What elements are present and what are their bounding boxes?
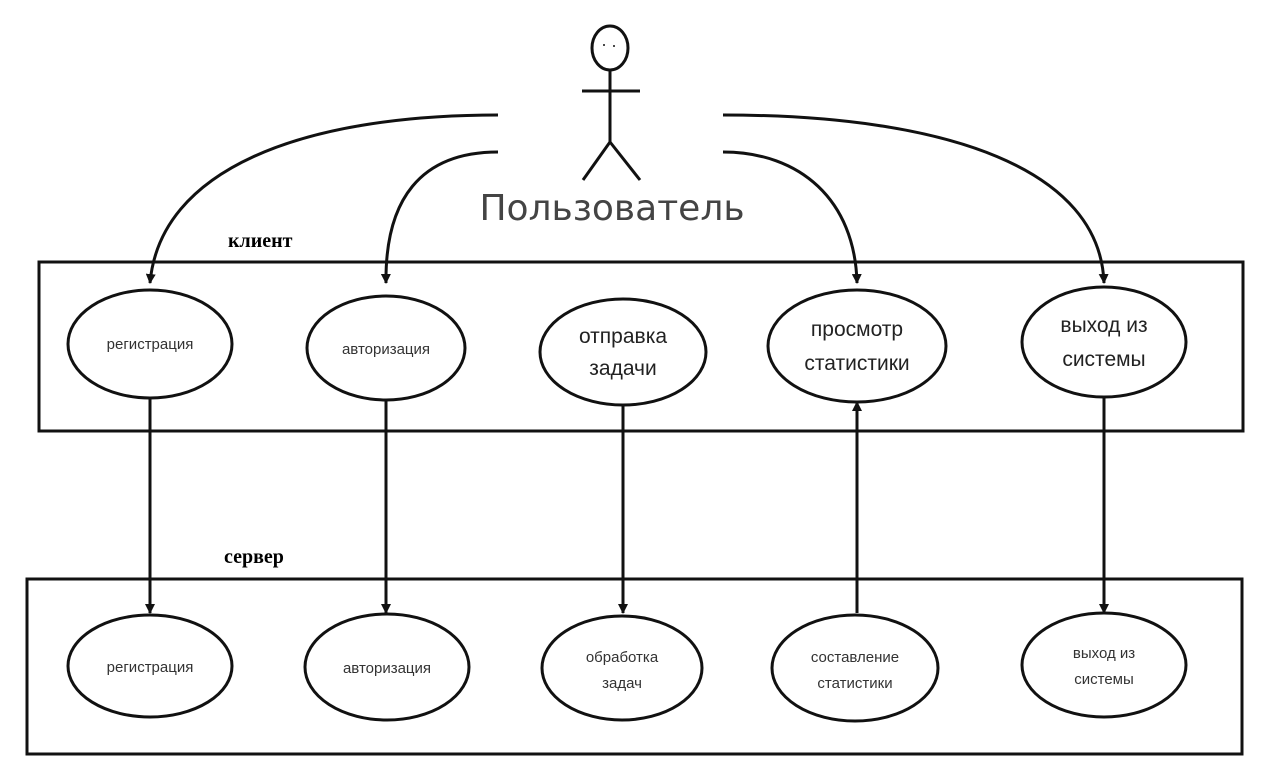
client-section-label: клиент	[228, 230, 293, 252]
server-node-logout-line1: выход из	[1073, 645, 1135, 662]
edge-actor-to-client-authorization	[380, 150, 499, 284]
client-node-send-task-line1: отправка	[579, 325, 667, 348]
client-node-logout: выход из системы	[1020, 285, 1188, 399]
client-node-logout-line2: системы	[1062, 348, 1145, 371]
actor-head	[590, 24, 630, 72]
server-node-logout-line2: системы	[1074, 671, 1134, 688]
server-node-registration: регистрация	[66, 613, 234, 719]
server-node-process-tasks: обработка задач	[540, 614, 704, 722]
server-section-label: сервер	[224, 546, 284, 568]
server-box	[25, 577, 1244, 756]
client-node-registration: регистрация	[66, 288, 234, 400]
edge-actor-to-client-logout	[722, 113, 1109, 284]
server-node-compile-statistics: составление статистики	[770, 613, 940, 723]
actor-eye-right	[613, 45, 615, 47]
edge-actor-to-client-registration	[145, 113, 499, 284]
server-node-registration-label: регистрация	[107, 659, 194, 676]
client-node-send-task: отправка задачи	[538, 297, 708, 407]
edge-actor-to-client-statistics	[722, 150, 862, 284]
server-node-authorization-label: авторизация	[343, 660, 431, 677]
client-node-view-statistics-line2: статистики	[804, 352, 909, 375]
client-node-registration-label: регистрация	[107, 336, 194, 353]
server-node-logout: выход из системы	[1020, 611, 1188, 719]
client-node-authorization-label: авторизация	[342, 341, 430, 358]
server-node-process-tasks-line2: задач	[602, 675, 642, 692]
server-node-compile-statistics-line1: составление	[811, 649, 899, 666]
client-box	[37, 260, 1245, 433]
actor-label: Пользователь	[479, 188, 744, 229]
client-node-authorization: авторизация	[305, 294, 467, 402]
actor-leg-left	[581, 141, 612, 181]
server-node-authorization: авторизация	[303, 612, 471, 722]
actor-figure	[581, 24, 642, 181]
client-node-view-statistics-line1: просмотр	[811, 318, 903, 341]
server-node-process-tasks-line1: обработка	[586, 649, 659, 666]
server-node-compile-statistics-line2: статистики	[817, 675, 892, 692]
client-node-view-statistics: просмотр статистики	[766, 288, 948, 404]
client-node-logout-line1: выход из	[1060, 314, 1147, 337]
client-node-send-task-line2: задачи	[589, 357, 656, 380]
actor-leg-right	[608, 141, 642, 181]
actor-eye-left	[603, 44, 605, 46]
